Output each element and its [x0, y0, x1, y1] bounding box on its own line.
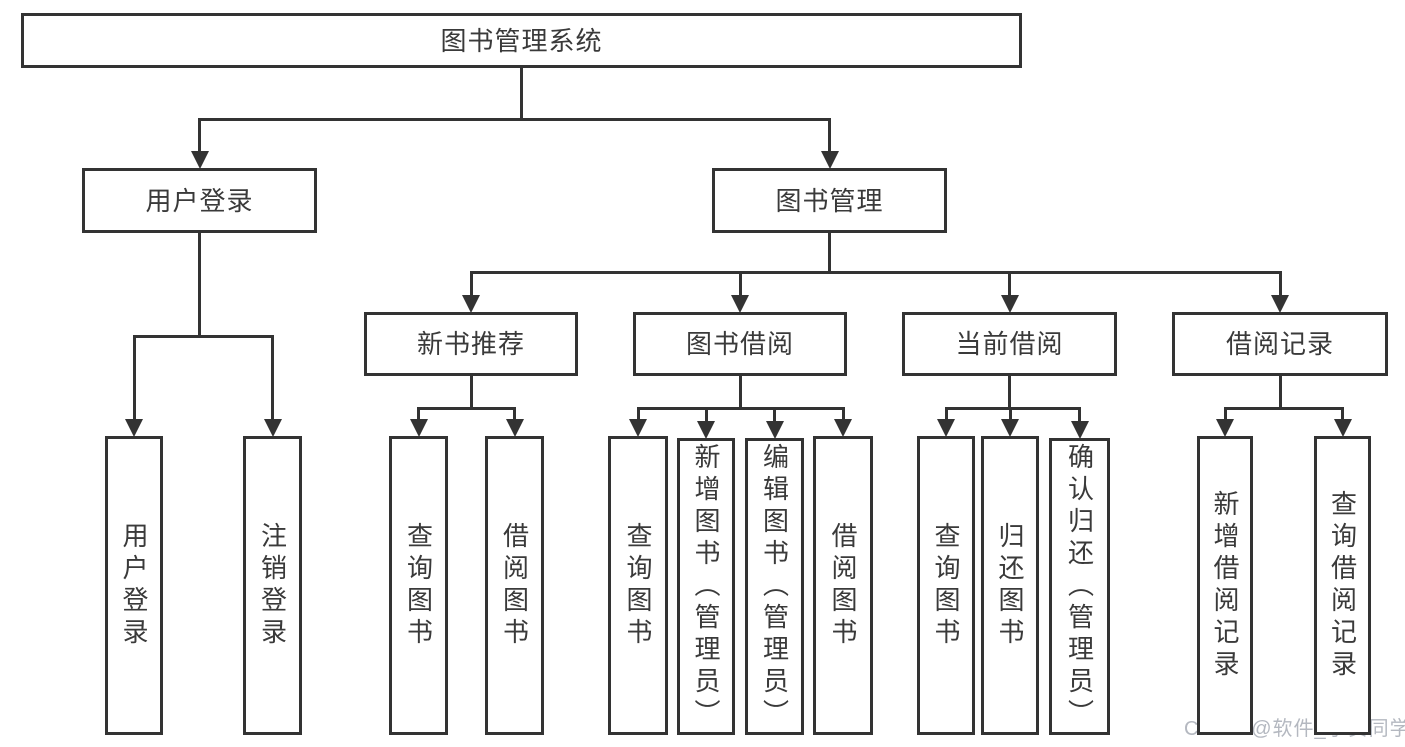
node-logout-leaf: 注销登录: [243, 436, 302, 735]
arrowhead-down-icon: [834, 419, 852, 437]
arrowhead-down-icon: [697, 421, 715, 439]
connector-stub: [469, 374, 473, 410]
node-label: 新增借阅记录: [1210, 489, 1240, 682]
node-label: 查询借阅记录: [1327, 489, 1358, 682]
connector-stem: [513, 407, 516, 421]
arrowhead-down-icon: [505, 419, 524, 437]
node-label: 编辑图书（管理员）: [759, 442, 790, 731]
node-label: 新增图书（管理员）: [691, 442, 721, 731]
node-label: 图书借阅: [685, 329, 794, 359]
connector-stem: [841, 407, 845, 421]
node-root: 图书管理系统: [21, 13, 1022, 68]
node-bb-edit: 编辑图书（管理员）: [745, 438, 804, 735]
connector-stem: [132, 335, 136, 421]
arrowhead-down-icon: [1216, 419, 1234, 437]
node-br-query: 查询借阅记录: [1314, 436, 1371, 735]
node-label: 查询图书: [623, 521, 653, 650]
node-label: 查询图书: [931, 521, 961, 650]
connector-rail: [1223, 407, 1344, 410]
arrowhead-down-icon: [937, 419, 955, 437]
arrowhead-down-icon: [1070, 421, 1089, 439]
arrowhead-down-icon: [462, 295, 480, 313]
node-borrow-record: 借阅记录: [1172, 312, 1388, 376]
node-login-leaf: 用户登录: [105, 436, 163, 735]
connector-rail: [198, 118, 831, 121]
node-user-login: 用户登录: [82, 168, 317, 233]
connector-stub: [738, 374, 742, 410]
arrowhead-down-icon: [1000, 295, 1019, 313]
node-bb-add: 新增图书（管理员）: [677, 438, 735, 735]
connector-stem: [1341, 407, 1344, 421]
arrowhead-down-icon: [125, 419, 143, 437]
arrowhead-down-icon: [190, 151, 209, 169]
node-current-borrow: 当前借阅: [902, 312, 1117, 376]
node-cb-confirm: 确认归还（管理员）: [1049, 438, 1110, 735]
node-label: 当前借阅: [955, 329, 1064, 359]
node-rec-borrow: 借阅图书: [485, 436, 544, 735]
arrowhead-down-icon: [629, 419, 647, 437]
connector-rail: [132, 335, 274, 338]
node-label: 查询图书: [403, 521, 434, 650]
node-label: 确认归还（管理员）: [1064, 442, 1095, 731]
connector-stem: [828, 118, 831, 153]
connector-stem: [773, 407, 776, 423]
arrowhead-down-icon: [263, 419, 282, 437]
connector-stem: [944, 407, 948, 421]
arrowhead-down-icon: [820, 151, 839, 169]
node-label: 借阅图书: [828, 521, 858, 650]
connector-stem: [271, 335, 274, 421]
node-label: 用户登录: [145, 185, 254, 216]
node-label: 图书管理系统: [440, 25, 603, 56]
node-book-mgmt: 图书管理: [712, 168, 947, 233]
node-label: 用户登录: [119, 521, 149, 650]
connector-rail: [636, 407, 845, 410]
connector-stub: [1278, 374, 1282, 410]
arrowhead-down-icon: [1333, 419, 1352, 437]
connector-stem: [417, 407, 420, 421]
connector-stem: [1008, 271, 1011, 297]
arrowhead-down-icon: [731, 295, 749, 313]
node-bb-borrow: 借阅图书: [813, 436, 873, 735]
node-label: 借阅记录: [1225, 329, 1334, 359]
node-label: 新书推荐: [416, 329, 525, 359]
node-new-book-rec: 新书推荐: [364, 312, 578, 376]
node-rec-query: 查询图书: [389, 436, 448, 735]
node-cb-return: 归还图书: [981, 436, 1039, 735]
connector-stem: [636, 407, 640, 421]
node-br-add: 新增借阅记录: [1197, 436, 1253, 735]
connector-rail: [417, 407, 516, 410]
connector-stem: [1278, 271, 1282, 297]
connector-stem: [1223, 407, 1227, 421]
node-label: 借阅图书: [499, 521, 530, 650]
connector-rail: [944, 407, 1081, 410]
connector-stub: [828, 231, 831, 274]
connector-stem: [1078, 407, 1081, 423]
connector-stub: [198, 231, 201, 338]
arrowhead-down-icon: [1271, 295, 1289, 313]
node-label: 归还图书: [995, 521, 1025, 650]
connector-stub: [1008, 374, 1011, 410]
connector-stem: [738, 271, 742, 297]
connector-stub: [520, 66, 523, 121]
node-label: 图书管理: [775, 185, 884, 216]
connector-stem: [469, 271, 473, 297]
node-bb-query: 查询图书: [608, 436, 668, 735]
connector-stem: [1008, 407, 1012, 421]
connector-stem: [198, 118, 201, 153]
node-book-borrow: 图书借阅: [633, 312, 847, 376]
arrowhead-down-icon: [765, 421, 784, 439]
node-cb-query: 查询图书: [917, 436, 975, 735]
arrowhead-down-icon: [409, 419, 428, 437]
node-label: 注销登录: [257, 521, 288, 650]
arrowhead-down-icon: [1001, 419, 1019, 437]
connector-rail: [469, 271, 1282, 274]
connector-stem: [704, 407, 708, 423]
